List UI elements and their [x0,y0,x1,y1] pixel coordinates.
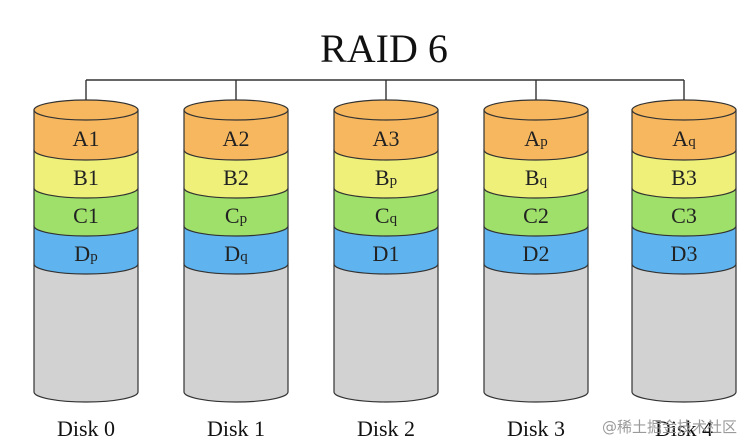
disk-top-cap [631,99,737,121]
block-label: D2 [523,241,550,266]
block-label: A1 [73,126,100,151]
stripe-block [631,149,737,199]
stripe-block [483,225,589,275]
disk-empty-space [33,263,139,403]
block-label: Bq [525,165,548,190]
stripe-block [183,109,289,161]
block-label: Aq [672,126,696,151]
stripe-block [483,149,589,199]
stripe-block [183,187,289,237]
controller-connectors [85,79,685,110]
block-label: B2 [223,165,249,190]
stripe-block [483,187,589,237]
block-label: C3 [671,203,697,228]
disk-top-cap [183,99,289,121]
stripe-block [631,187,737,237]
stripe-block [33,187,139,237]
disk-empty-space [333,263,439,403]
disk-top-cap [483,99,589,121]
disk-label: Disk 1 [207,416,265,441]
diagram-title: RAID 6 [320,26,448,71]
stripe-block [33,225,139,275]
block-label: B3 [671,165,697,190]
block-label: B1 [73,165,99,190]
block-label: A2 [223,126,250,151]
block-label: D1 [373,241,400,266]
disk-empty-space [483,263,589,403]
stripe-block [33,109,139,161]
stripe-block [333,225,439,275]
stripe-block [333,109,439,161]
stripe-block [631,225,737,275]
disk-label: Disk 0 [57,416,115,441]
block-label: Dq [224,241,248,266]
disk-label: Disk 3 [507,416,565,441]
stripe-block [183,225,289,275]
block-label: Bp [375,165,397,190]
block-label: Ap [524,126,547,151]
block-label: Cq [375,203,398,228]
stripe-block [333,149,439,199]
watermark: @稀土掘金技术社区 [602,418,737,436]
block-label: Dp [74,241,97,266]
stripe-block [333,187,439,237]
disk-label: Disk 4 [655,416,713,441]
block-label: C1 [73,203,99,228]
disk-label: Disk 2 [357,416,415,441]
block-label: Cp [225,203,247,228]
disk-top-cap [33,99,139,121]
stripe-block [183,149,289,199]
disk-empty-space [631,263,737,403]
disk-top-cap [333,99,439,121]
stripe-block [631,109,737,161]
stripe-block [483,109,589,161]
block-label: C2 [523,203,549,228]
disk-empty-space [183,263,289,403]
block-label: D3 [671,241,698,266]
stripe-block [33,149,139,199]
block-label: A3 [373,126,400,151]
